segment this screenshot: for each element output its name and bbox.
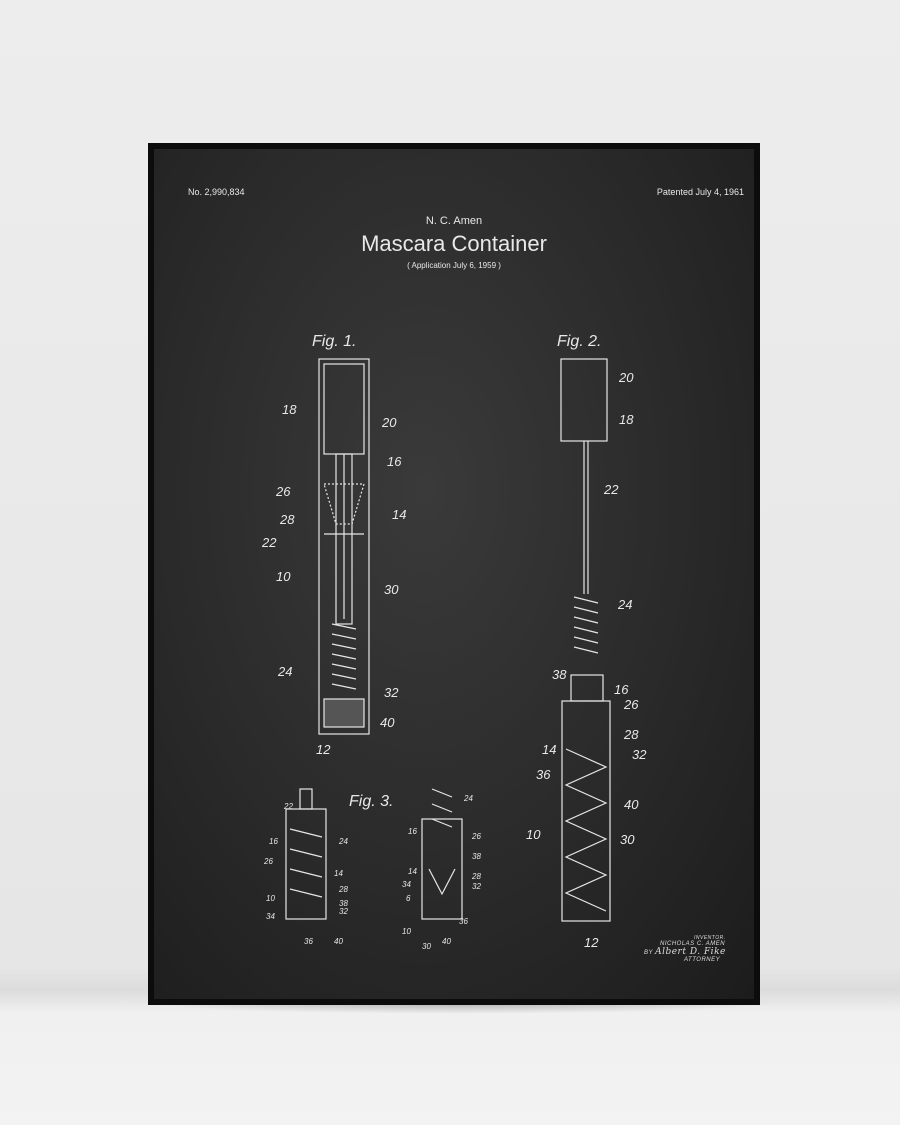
reference-numeral: 24 xyxy=(277,664,292,679)
application-date: ( Application July 6, 1959 ) xyxy=(407,261,501,270)
inventor-name: N. C. Amen xyxy=(425,215,483,227)
reference-numeral: 24 xyxy=(338,837,348,846)
figure-1-label: Fig. 1. xyxy=(312,333,356,350)
reference-numeral: 14 xyxy=(408,867,417,876)
reference-numeral: 22 xyxy=(283,802,293,811)
reference-numeral: 18 xyxy=(282,402,297,417)
poster-title: Mascara Container xyxy=(361,231,547,256)
reference-numeral: 36 xyxy=(304,937,313,946)
reference-numeral: 16 xyxy=(387,454,402,469)
figure-1-drawing xyxy=(318,358,370,735)
reference-numeral: 22 xyxy=(603,482,619,497)
signature-inventor-name: Nicholas C. Amen xyxy=(660,941,726,947)
reference-numeral: 26 xyxy=(275,484,291,499)
reference-numeral: 28 xyxy=(279,512,295,527)
by-label: by xyxy=(644,950,653,956)
reference-numeral: 26 xyxy=(263,857,273,866)
reference-numeral: 30 xyxy=(422,942,431,951)
reference-numeral: 24 xyxy=(617,597,632,612)
reference-numeral: 20 xyxy=(618,370,634,385)
reference-numeral: 22 xyxy=(261,535,277,550)
poster-frame: No. 2,990,834 Patented July 4, 1961 N. C… xyxy=(148,143,760,1005)
reference-numeral: 20 xyxy=(381,415,397,430)
reference-numeral: 38 xyxy=(552,667,567,682)
reference-numeral: 12 xyxy=(316,742,331,757)
inventor-label: Inventor. xyxy=(694,935,726,941)
reference-numeral: 40 xyxy=(442,937,451,946)
reference-numeral: 6 xyxy=(406,894,411,903)
reference-numeral: 18 xyxy=(619,412,634,427)
reference-numeral: 38 xyxy=(339,899,348,908)
reference-numeral: 34 xyxy=(402,880,411,889)
reference-numeral: 14 xyxy=(334,869,343,878)
patent-number: No. 2,990,834 xyxy=(188,187,245,197)
reference-numeral: 28 xyxy=(471,872,481,881)
patent-poster: No. 2,990,834 Patented July 4, 1961 N. C… xyxy=(154,149,754,999)
attorney-label: Attorney xyxy=(684,957,721,963)
reference-numeral: 16 xyxy=(614,682,629,697)
reference-numeral: 10 xyxy=(266,894,275,903)
reference-numeral: 16 xyxy=(269,837,278,846)
reference-numeral: 28 xyxy=(338,885,348,894)
reference-numeral: 28 xyxy=(623,727,639,742)
reference-numeral: 10 xyxy=(402,927,411,936)
figure-2-drawing xyxy=(560,358,611,922)
reference-numeral: 30 xyxy=(384,582,399,597)
figure-3-drawing xyxy=(285,788,463,920)
reference-numeral: 10 xyxy=(276,569,291,584)
figure-3-label: Fig. 3. xyxy=(349,793,393,810)
reference-numeral: 34 xyxy=(266,912,275,921)
signature-block: Inventor. Nicholas C. Amen by Albert D. … xyxy=(644,935,726,963)
reference-numeral: 14 xyxy=(542,742,556,757)
reference-numeral: 30 xyxy=(620,832,635,847)
reference-numeral: 36 xyxy=(459,917,468,926)
reference-numeral: 14 xyxy=(392,507,406,522)
reference-numeral: 16 xyxy=(408,827,417,836)
reference-numeral: 40 xyxy=(334,937,343,946)
figure-2-label: Fig. 2. xyxy=(557,333,601,350)
reference-numeral: 40 xyxy=(380,715,395,730)
patent-drawings: Fig. 1.Fig. 2.Fig. 3.1820162614282210302… xyxy=(261,333,647,951)
reference-numeral: 32 xyxy=(339,907,348,916)
reference-numeral: 10 xyxy=(526,827,541,842)
attorney-signature: Albert D. Fike xyxy=(655,947,726,957)
patented-date: Patented July 4, 1961 xyxy=(656,187,744,197)
reference-numeral: 40 xyxy=(624,797,639,812)
reference-numeral: 12 xyxy=(584,935,599,950)
reference-numeral: 26 xyxy=(623,697,639,712)
reference-numeral: 32 xyxy=(472,882,481,891)
reference-numeral: 26 xyxy=(471,832,481,841)
reference-numeral: 32 xyxy=(384,685,399,700)
reference-numeral: 32 xyxy=(632,747,647,762)
reference-numeral: 24 xyxy=(463,794,473,803)
reference-numeral: 36 xyxy=(536,767,551,782)
reference-numeral: 38 xyxy=(472,852,481,861)
